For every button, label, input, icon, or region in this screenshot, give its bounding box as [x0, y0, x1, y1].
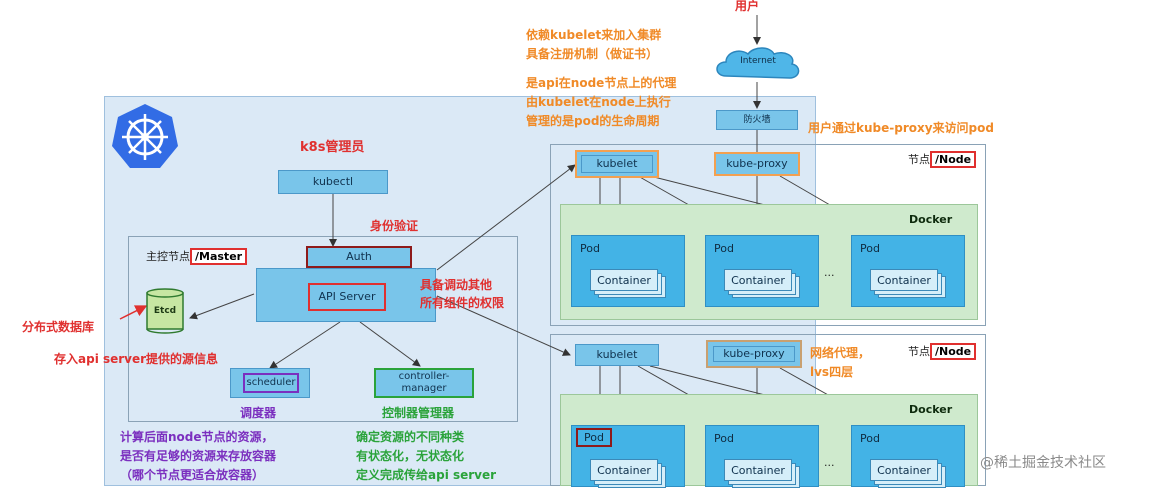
node1-pod-3: Pod Container [851, 235, 965, 307]
kubelet-join-line-1: 依赖kubelet来加入集群 [526, 28, 662, 42]
controller-desc-line-1: 确定资源的不同种类 [356, 430, 465, 444]
node-frame-1 [550, 144, 986, 326]
etcd-cylinder: Etcd [146, 288, 184, 334]
node2-ellipsis: ··· [824, 459, 835, 472]
scheduler-desc-line-1: 计算后面node节点的资源， [120, 430, 274, 444]
controller-desc-line-2: 有状态化，无状态化 [356, 449, 465, 463]
identity-auth-note: 身份验证 [370, 219, 419, 233]
node1-label: 节点/Node [908, 151, 977, 168]
node1-pod-1-container: Container [590, 269, 658, 291]
node2-kube-proxy-label: kube-proxy [713, 346, 795, 362]
net-proxy-line-2: lvs四层 [810, 365, 854, 379]
node1-pod-2-label: Pod [714, 242, 734, 255]
kube-proxy-access-note: 用户通过kube-proxy来访问pod [808, 121, 994, 135]
scheduler-desc-note: 计算后面node节点的资源， 是否有足够的资源来存放容器 （哪个节点更适合放容器… [120, 428, 276, 485]
node2-pod-2-container: Container [724, 459, 792, 481]
api-proxy-line-1: 是api在node节点上的代理 [526, 76, 677, 90]
api-proxy-note: 是api在node节点上的代理 由kubelet在node上执行 管理的是pod… [526, 74, 676, 131]
node2-pod-2: Pod Container [705, 425, 819, 488]
node2-pod-1-label: Pod [576, 428, 612, 447]
api-power-line-1: 具备调动其他 [420, 278, 493, 292]
kubernetes-helm-icon [110, 102, 180, 170]
watermark: @稀土掘金技术社区 [980, 455, 1106, 471]
master-label: 主控节点/Master [146, 248, 248, 265]
node1-docker: Docker Pod Container Pod Container ··· P… [560, 204, 978, 320]
node1-tag: /Node [930, 151, 977, 168]
net-proxy-note: 网络代理， lvs四层 [810, 344, 870, 382]
api-power-line-2: 所有组件的权限 [420, 296, 505, 310]
node2-label: 节点/Node [908, 343, 977, 360]
controller-manager-box: controller- manager [374, 368, 474, 398]
node1-pod-3-container: Container [870, 269, 938, 291]
node2-docker: Docker Pod Container Pod Container ··· P… [560, 394, 978, 488]
scheduler-desc-line-2: 是否有足够的资源来存放容器 [120, 449, 277, 463]
node1-pod-1-label: Pod [580, 242, 600, 255]
node2-pod-2-label: Pod [714, 432, 734, 445]
controller-desc-line-3: 定义完成传给api server [356, 468, 497, 482]
api-proxy-line-3: 管理的是pod的生命周期 [526, 114, 660, 128]
api-proxy-line-2: 由kubelet在node上执行 [526, 95, 671, 109]
firewall-box: 防火墙 [716, 110, 798, 130]
store-api-info-note: 存入api server提供的源信息 [54, 352, 219, 366]
controller-cn-note: 控制器管理器 [382, 406, 455, 420]
k8s-admin-note: k8s管理员 [300, 140, 365, 155]
kubelet-join-line-2: 具备注册机制（做证书） [526, 47, 659, 61]
node1-kubelet-box: kubelet [575, 150, 659, 178]
internet-label: Internet [740, 56, 776, 66]
cloud-icon: Internet [712, 44, 804, 84]
node2-tag: /Node [930, 343, 977, 360]
etcd-label: Etcd [153, 306, 177, 316]
user-label: 用户 [735, 0, 760, 13]
node2-pod-1: Pod Container [571, 425, 685, 488]
node1-pod-2: Pod Container [705, 235, 819, 307]
distributed-db-note: 分布式数据库 [22, 320, 95, 334]
node2-pod-1-container: Container [590, 459, 658, 481]
scheduler-desc-line-3: （哪个节点更适合放容器） [120, 468, 265, 482]
scheduler-block: scheduler [230, 368, 310, 398]
node2-title: 节点 [908, 345, 930, 358]
auth-box: Auth [306, 246, 412, 268]
node1-kubelet-label: kubelet [581, 155, 653, 173]
api-server-label: API Server [308, 283, 386, 311]
node1-pod-3-label: Pod [860, 242, 880, 255]
node1-ellipsis: ··· [824, 269, 835, 282]
node1-pod-1: Pod Container [571, 235, 685, 307]
node1-kube-proxy-box: kube-proxy [714, 152, 800, 176]
node1-pod-2-container: Container [724, 269, 792, 291]
controller-desc-note: 确定资源的不同种类 有状态化，无状态化 定义完成传给api server [356, 428, 496, 485]
master-tag: /Master [190, 248, 248, 265]
node1-title: 节点 [908, 153, 930, 166]
scheduler-cn-note: 调度器 [240, 406, 277, 420]
api-server-block: API Server [256, 268, 436, 322]
node2-kube-proxy-box: kube-proxy [706, 340, 802, 368]
master-title: 主控节点 [146, 250, 190, 263]
node2-docker-label: Docker [909, 403, 953, 416]
kubelet-join-note: 依赖kubelet来加入集群 具备注册机制（做证书） [526, 26, 661, 64]
kubectl-box: kubectl [278, 170, 388, 194]
node2-pod-3-container: Container [870, 459, 938, 481]
net-proxy-line-1: 网络代理， [810, 346, 871, 360]
node2-kubelet-box: kubelet [575, 344, 659, 366]
node2-pod-3: Pod Container [851, 425, 965, 488]
node1-docker-label: Docker [909, 213, 953, 226]
scheduler-label: scheduler [243, 373, 299, 393]
node2-pod-3-label: Pod [860, 432, 880, 445]
master-frame [128, 236, 518, 422]
api-power-note: 具备调动其他 所有组件的权限 [420, 276, 504, 312]
